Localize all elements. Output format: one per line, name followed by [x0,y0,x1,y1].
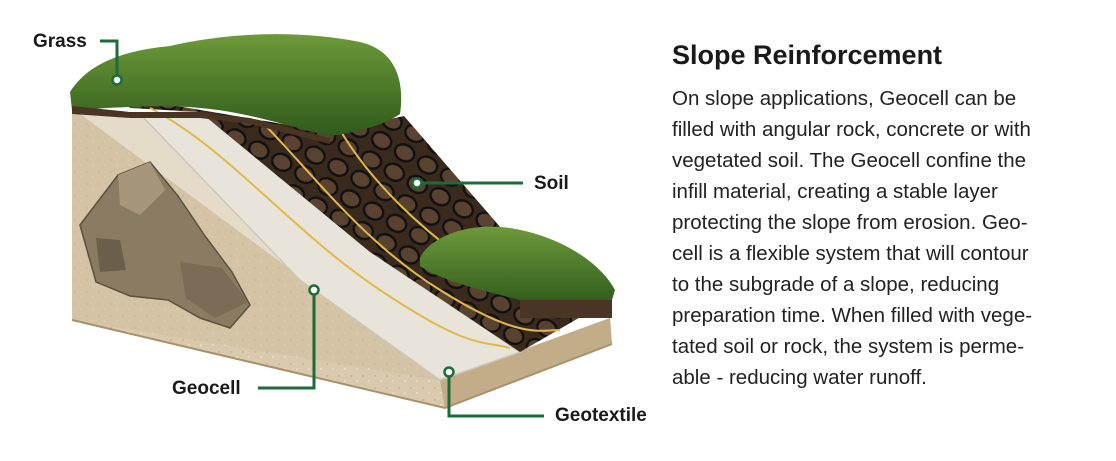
grass-top-layer [70,34,402,144]
description-line: preparation time. When filled with vege- [672,304,1033,327]
section-title: Slope Reinforcement [672,40,943,70]
description-line: On slope applications, Geocell can be [672,87,1017,110]
geocell-leader-dot [308,284,320,296]
geotextile-leader-dot [443,366,455,378]
description-line: protecting the slope from erosion. Geo- [672,211,1028,234]
grass-leader-dot [111,74,123,86]
grass-lower [420,226,615,307]
geotextile-label: Geotextile [555,405,647,426]
soil-label: Soil [534,173,569,194]
geocell-label: Geocell [172,378,241,399]
description-line: filled with angular rock, concrete or wi… [672,118,1031,141]
grass-lower-layer [420,226,615,318]
geocell-leader [258,290,316,390]
description-line: tated soil or rock, the system is perme- [672,335,1025,358]
description-line: able - reducing water runoff. [672,366,927,389]
grass-leader [100,39,119,80]
description-line: to the subgrade of a slope, reducing [672,273,1000,296]
description-line: infill material, creating a stable layer [672,180,998,203]
subgrade-side-face [440,318,612,408]
description-line: cell is a flexible system that will cont… [672,242,1029,265]
rocks [79,161,251,329]
geotextile-leader [447,372,544,418]
callout-leaders [100,39,544,418]
grass-label: Grass [33,31,87,52]
grass-upper [70,34,402,136]
description-paragraph: On slope applications, Geocell can be fi… [672,83,1092,393]
soil-leader-dot [411,177,423,189]
description-line: vegetated soil. The Geocell confine the [672,149,1027,172]
